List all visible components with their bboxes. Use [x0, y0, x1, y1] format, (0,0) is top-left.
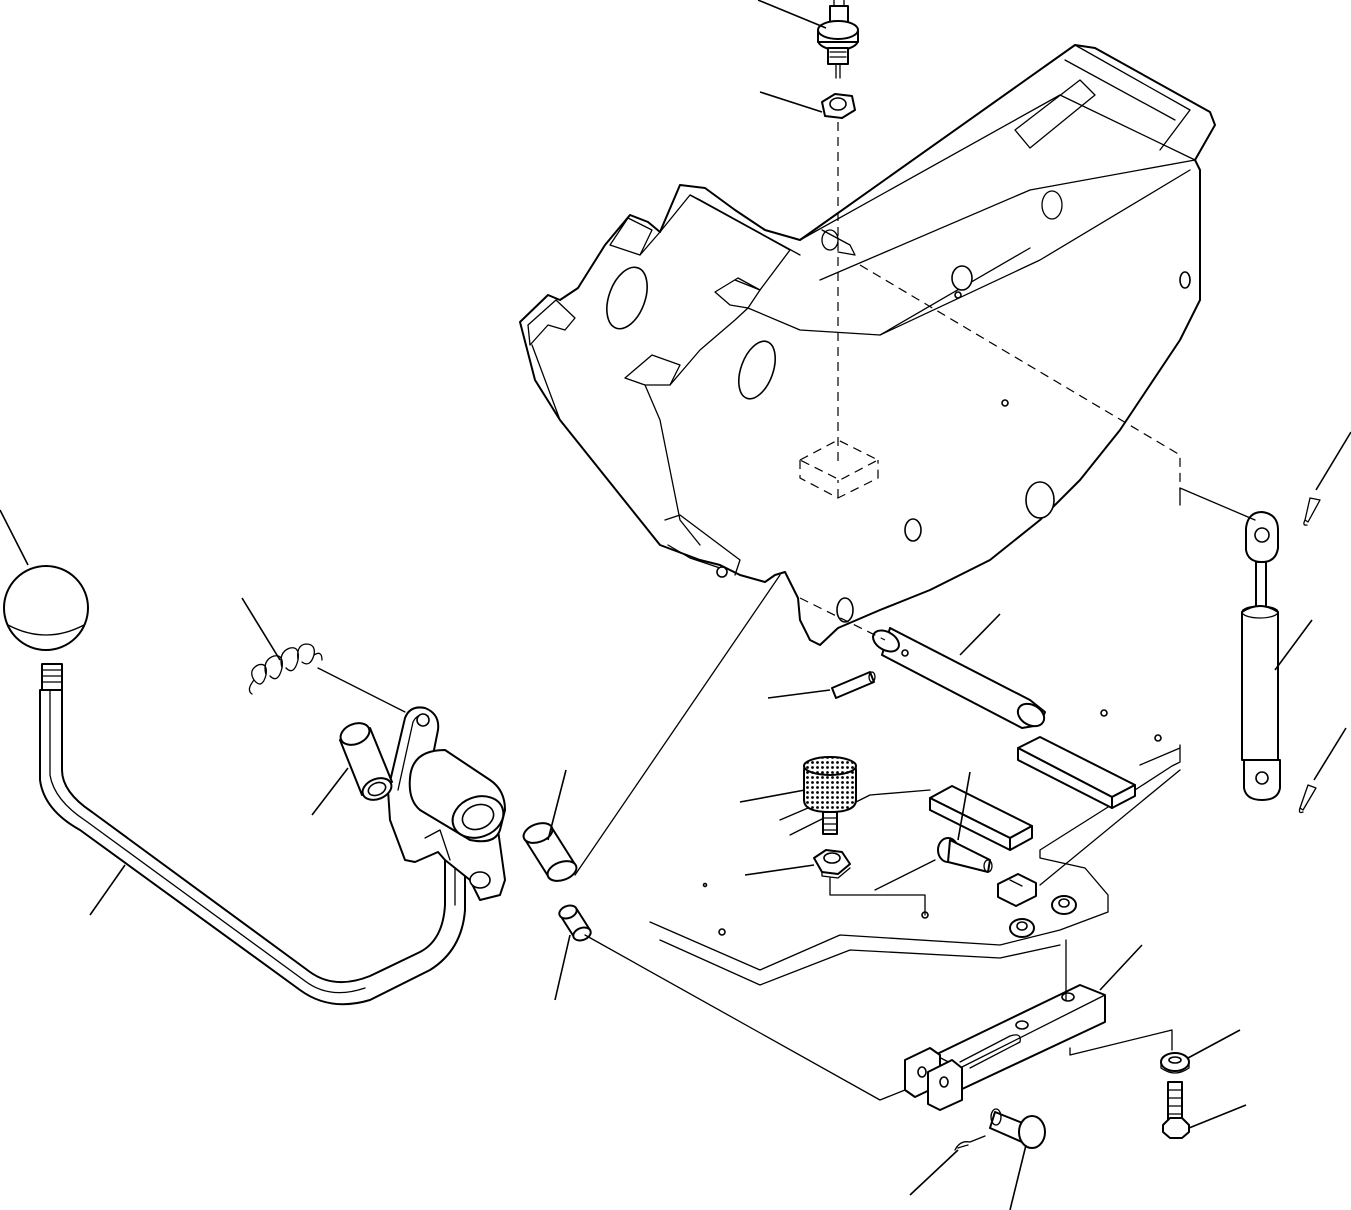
- hex-bolt: [1162, 1081, 1190, 1139]
- cotter-pin-upper: [1303, 497, 1321, 526]
- pedal-bracket-frame: [519, 44, 1216, 646]
- cotter-pin-bottom: [954, 1135, 986, 1151]
- sender-switch: [817, 0, 859, 79]
- stop-blocks: [997, 873, 1077, 938]
- stop-bolt: [803, 756, 857, 835]
- assembly-lines: [317, 264, 1256, 1101]
- clevis-pin-small: [937, 837, 993, 873]
- clevis-pin: [989, 1108, 1046, 1149]
- lever-link: [904, 984, 1106, 1111]
- mounting-bracket-left: [929, 785, 1033, 851]
- lock-nut: [813, 849, 851, 879]
- shift-knob: [3, 565, 89, 651]
- pivot-pin: [872, 627, 1046, 729]
- pedal-boss: [387, 706, 506, 901]
- return-spring: [248, 643, 323, 695]
- hex-nut: [821, 93, 856, 119]
- bushing-small: [558, 904, 592, 942]
- cotter-pin-lower: [1298, 784, 1317, 814]
- mounting-bracket-right: [1017, 736, 1136, 809]
- gas-spring: [1241, 511, 1281, 801]
- roll-pin: [831, 671, 876, 699]
- bushing-upper-left: [339, 722, 393, 801]
- bushing-right: [522, 822, 578, 882]
- floor-plate: [649, 709, 1181, 986]
- washer: [1160, 1052, 1190, 1074]
